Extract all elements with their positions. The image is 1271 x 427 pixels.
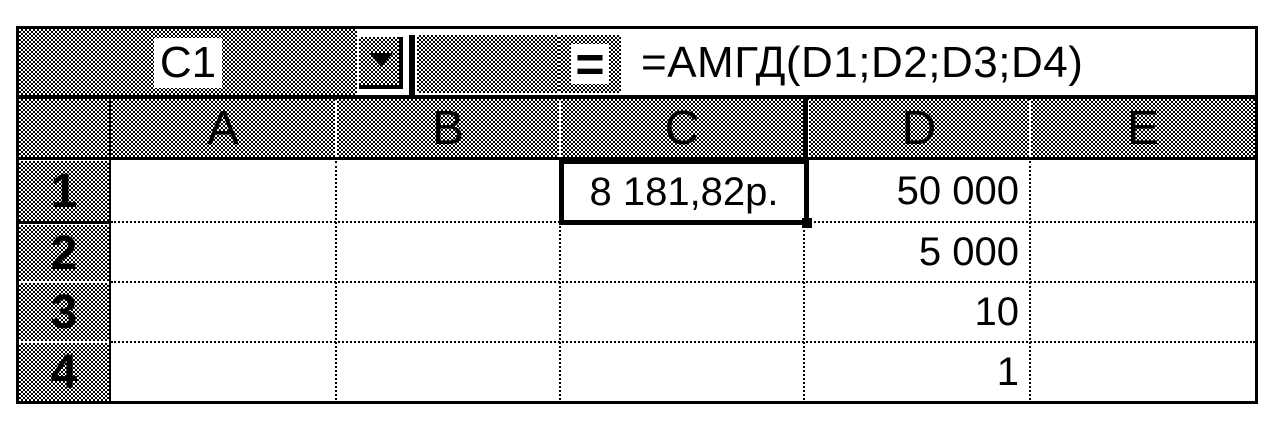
cell-d4[interactable]: 1 <box>809 343 1029 401</box>
row-header-2[interactable]: 2 <box>19 225 109 281</box>
fill-handle[interactable] <box>802 218 812 228</box>
name-box[interactable]: C1 <box>19 29 357 97</box>
cell-d1[interactable]: 50 000 <box>809 161 1029 221</box>
spreadsheet-window: C1 = =АМГД(D1;D2;D3;D4) A B C D E <box>16 26 1258 404</box>
select-all-corner[interactable] <box>19 99 109 157</box>
formula-bar-separator <box>409 35 415 95</box>
row-header-1[interactable]: 1 <box>19 161 109 221</box>
column-c-header-border <box>803 99 808 157</box>
header-bottom-border <box>19 157 1255 160</box>
row-header-label: 4 <box>50 345 78 399</box>
column-header-label: A <box>206 101 239 155</box>
cell-value: 8 181,82р. <box>589 169 779 214</box>
formula-bar-gap <box>417 35 559 93</box>
column-header-label: D <box>901 101 937 155</box>
cell-value: 10 <box>974 289 1020 334</box>
row-header-4[interactable]: 4 <box>19 343 109 401</box>
row-1-header-border <box>19 221 111 224</box>
column-header-b[interactable]: B <box>337 99 559 157</box>
gridline-h <box>111 341 1255 343</box>
column-header-d[interactable]: D <box>809 99 1029 157</box>
column-header-label: E <box>1126 101 1159 155</box>
column-header-label: C <box>664 101 700 155</box>
formula-bar-divider <box>19 95 1255 100</box>
column-header-e[interactable]: E <box>1031 99 1255 157</box>
active-cell-c1[interactable]: 8 181,82р. <box>559 159 809 225</box>
row-header-border <box>109 99 111 404</box>
cell-d2[interactable]: 5 000 <box>809 223 1029 281</box>
cell-value: 50 000 <box>896 168 1019 213</box>
name-box-value: C1 <box>153 38 223 88</box>
cell-value: 1 <box>996 349 1019 394</box>
row-header-label: 3 <box>50 285 78 339</box>
name-box-dropdown-button[interactable] <box>359 37 403 89</box>
column-header-a[interactable]: A <box>111 99 335 157</box>
row-header-label: 1 <box>50 164 78 218</box>
cell-d3[interactable]: 10 <box>809 283 1029 341</box>
edit-formula-button[interactable]: = <box>559 35 621 93</box>
column-header-c[interactable]: C <box>561 99 803 157</box>
equals-sign: = <box>571 39 609 89</box>
row-header-label: 2 <box>50 226 78 280</box>
row-header-3[interactable]: 3 <box>19 283 109 341</box>
formula-bar: C1 = =АМГД(D1;D2;D3;D4) <box>19 29 1255 100</box>
cell-grid: A B C D E 1 2 3 4 <box>19 99 1255 404</box>
formula-input[interactable]: =АМГД(D1;D2;D3;D4) <box>625 33 1253 93</box>
gridline-h <box>111 281 1255 283</box>
column-header-label: B <box>431 101 464 155</box>
chevron-down-icon <box>369 53 393 67</box>
cell-value: 5 000 <box>918 229 1019 274</box>
